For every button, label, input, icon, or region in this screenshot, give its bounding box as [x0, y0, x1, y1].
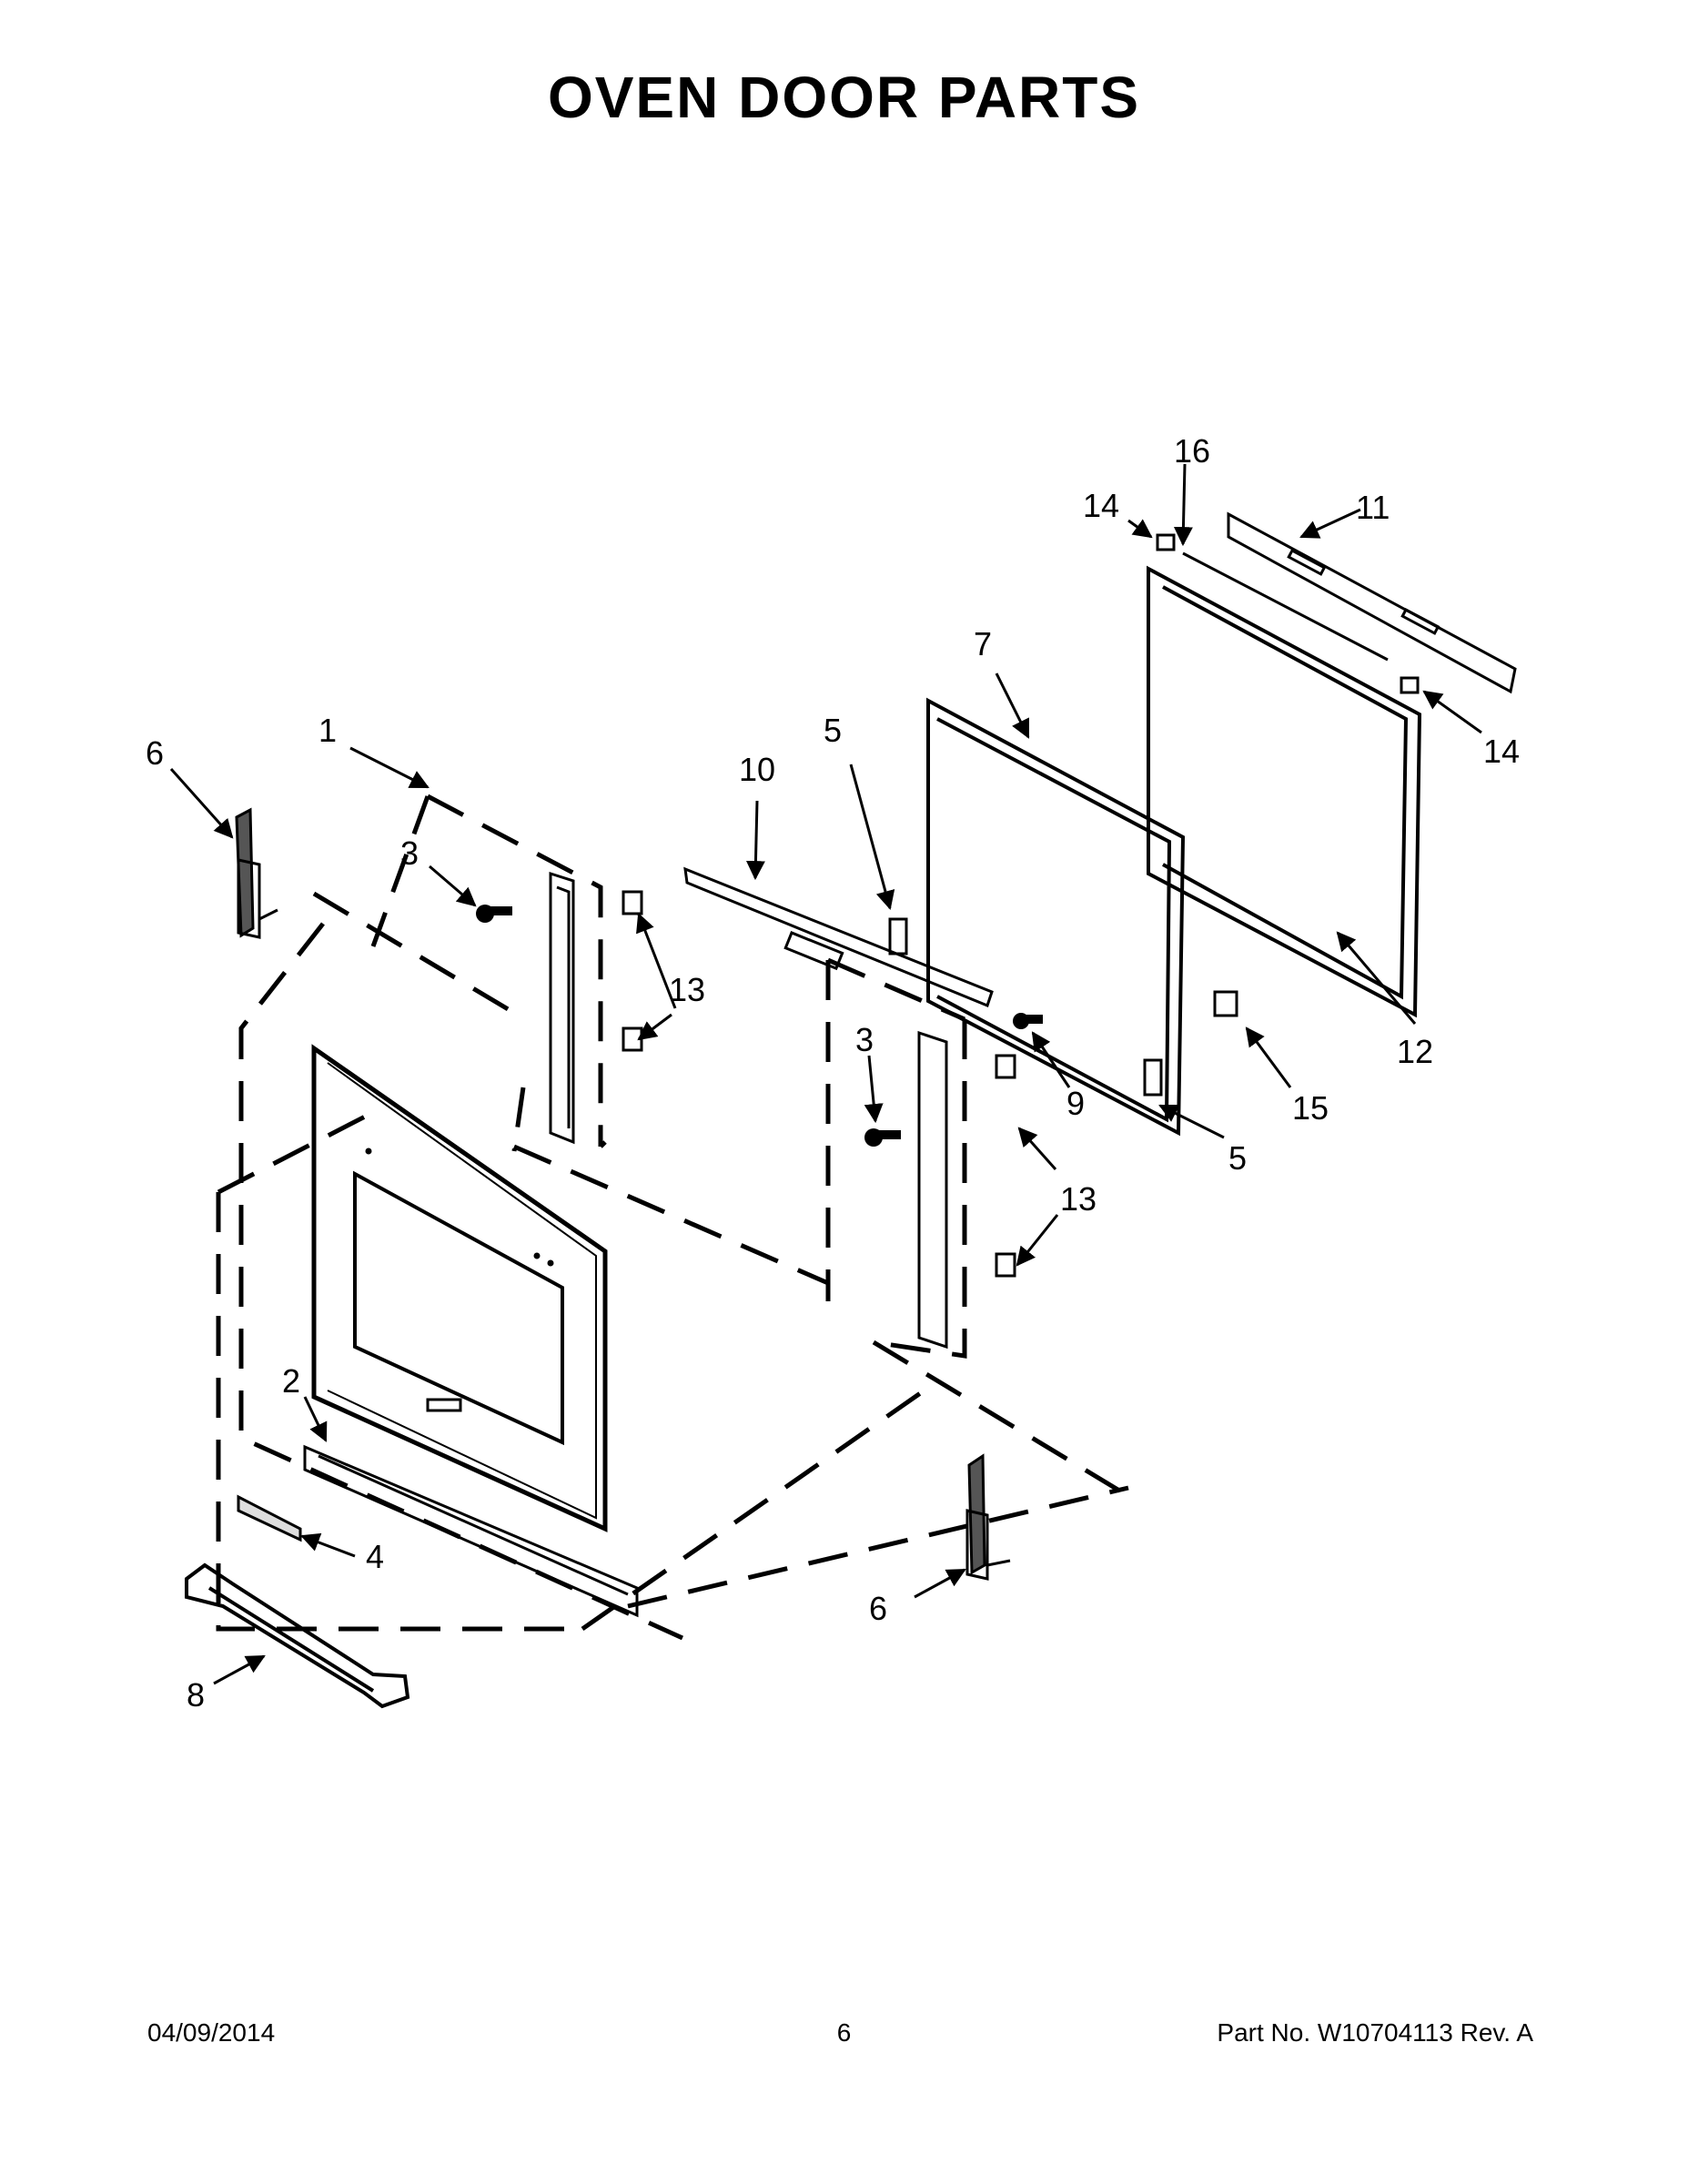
page-title: OVEN DOOR PARTS	[547, 65, 1141, 130]
callout-11: 11	[1356, 489, 1390, 526]
right-screws	[864, 1013, 1043, 1147]
callout-1: 1	[318, 712, 337, 749]
callout-13a: 13	[669, 971, 705, 1008]
callout-16: 16	[1174, 432, 1210, 470]
inner-glass-panel	[1147, 565, 1422, 1018]
right-clips	[995, 1054, 1016, 1278]
callout-4: 4	[366, 1538, 384, 1575]
callout-7: 7	[974, 625, 992, 662]
callout-14b: 14	[1483, 733, 1520, 770]
callout-14a: 14	[1083, 487, 1119, 524]
callout-3b: 3	[855, 1021, 874, 1058]
bottom-trim-part	[303, 1444, 639, 1618]
callout-arrows	[169, 463, 1482, 1685]
callout-13b: 13	[1060, 1180, 1097, 1218]
callout-12: 12	[1397, 1033, 1433, 1070]
small-pads	[1156, 533, 1420, 694]
support-bracket-part	[683, 866, 994, 1007]
left-screw	[476, 905, 512, 923]
footer-date: 04/09/2014	[147, 2018, 276, 2047]
inner-glass-frame	[926, 697, 1186, 1137]
callout-6a: 6	[146, 734, 164, 772]
outer-door-panel	[311, 1044, 608, 1532]
left-door-channel	[549, 871, 575, 1145]
callout-5b: 5	[1228, 1139, 1247, 1177]
footer-page-number: 6	[836, 2018, 852, 2047]
door-handle-part	[185, 1562, 410, 1709]
callout-15: 15	[1292, 1089, 1329, 1127]
callout-9: 9	[1066, 1085, 1085, 1122]
top-vent-trim	[1227, 511, 1517, 694]
spacers-part	[888, 917, 1163, 1097]
right-hinge-part	[965, 1453, 1011, 1581]
callout-2: 2	[282, 1362, 300, 1400]
gasket-strip	[1182, 551, 1389, 662]
latch-part	[1213, 990, 1238, 1017]
callout-10: 10	[739, 751, 775, 788]
callout-3a: 3	[400, 834, 419, 872]
footer-part-number: Part No. W10704113 Rev. A	[1217, 2018, 1533, 2047]
callout-8: 8	[187, 1676, 205, 1714]
callout-5a: 5	[824, 712, 842, 749]
callout-labels: 1 2 3 3 4 5 5 6 6 7 8 9 10 11 12 13 13 1…	[146, 432, 1520, 1714]
right-door-channel	[917, 1030, 948, 1350]
badge-part	[237, 1494, 302, 1542]
callout-6b: 6	[869, 1590, 887, 1627]
left-hinge-part	[235, 807, 278, 939]
